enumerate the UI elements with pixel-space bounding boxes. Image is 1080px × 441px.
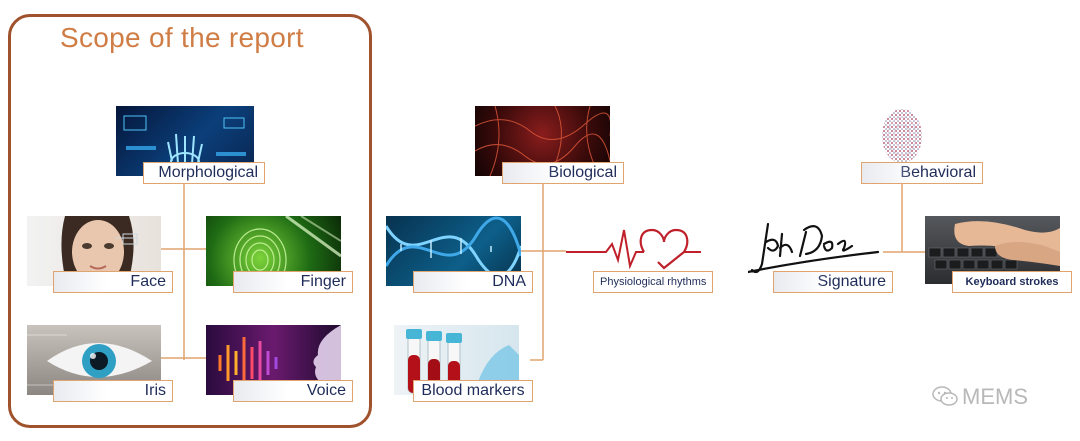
behavioral-image xyxy=(875,106,930,166)
keyboard-strokes-label: Keyboard strokes xyxy=(952,271,1072,293)
physiological-rhythms-label: Physiological rhythms xyxy=(593,271,713,293)
biological-label: Biological xyxy=(502,162,624,184)
finger-label: Finger xyxy=(233,271,353,293)
signature-image xyxy=(748,212,883,282)
wechat-icon xyxy=(932,385,958,413)
heartbeat-image xyxy=(566,216,701,276)
watermark: MEMS xyxy=(932,384,1028,413)
morphological-label: Morphological xyxy=(143,162,265,184)
signature-label: Signature xyxy=(773,271,893,293)
iris-label: Iris xyxy=(53,380,173,402)
face-label: Face xyxy=(53,271,173,293)
watermark-text: MEMS xyxy=(962,384,1028,409)
voice-label: Voice xyxy=(233,380,353,402)
signature-drawing xyxy=(748,222,880,274)
scope-frame xyxy=(8,14,372,428)
blood-markers-label: Blood markers xyxy=(413,380,533,402)
behavioral-label: Behavioral xyxy=(861,162,983,184)
dna-label: DNA xyxy=(413,271,533,293)
scope-title: Scope of the report xyxy=(60,22,304,53)
